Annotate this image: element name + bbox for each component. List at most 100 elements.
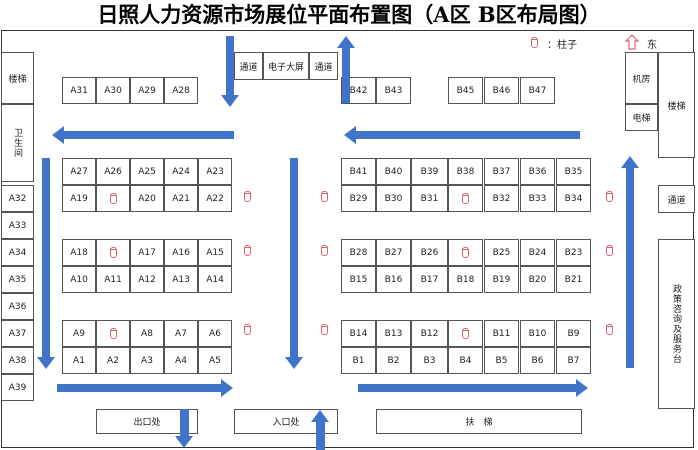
- booth-a1: A1: [62, 347, 96, 374]
- arrow-down-head: [37, 357, 55, 369]
- booth-a28: A28: [164, 77, 198, 104]
- elevator: 电梯: [625, 104, 658, 131]
- booth-a5: A5: [198, 347, 232, 374]
- booth-a23: A23: [198, 158, 232, 185]
- pillar-legend-label: ：柱子: [547, 40, 577, 51]
- booth-a15: A15: [198, 239, 232, 266]
- booth-b19: B19: [484, 266, 519, 293]
- booth-b38: B38: [448, 158, 483, 185]
- booth-a30: A30: [96, 77, 130, 104]
- booth-b3: B3: [411, 347, 448, 374]
- booth-a6: A6: [198, 320, 232, 347]
- booth-a14: A14: [198, 266, 232, 293]
- arrow-up-head: [311, 410, 329, 422]
- booth-a34: A34: [1, 239, 34, 266]
- arrow-down-head: [175, 436, 193, 448]
- booth-b10: B10: [520, 320, 555, 347]
- booth-b37: B37: [484, 158, 519, 185]
- booth-b46: B46: [484, 77, 519, 104]
- arrow-right-shaft: [57, 384, 221, 392]
- booth-b31: B31: [411, 185, 448, 212]
- booth-a7: A7: [164, 320, 198, 347]
- booth-b2: B2: [376, 347, 411, 374]
- booth-a32: A32: [1, 185, 34, 212]
- service-desk: 政策咨询及服务台: [658, 239, 695, 409]
- escalator: 扶 梯: [376, 409, 582, 434]
- east-arrow-icon: [625, 34, 640, 50]
- booth-b39: B39: [411, 158, 448, 185]
- pillar-icon: [244, 191, 251, 202]
- booth-a8: A8: [130, 320, 164, 347]
- pillar-cell: [96, 185, 130, 212]
- arrow-down-shaft: [42, 158, 50, 358]
- arrow-up-head: [337, 36, 355, 48]
- booth-a33: A33: [1, 212, 34, 239]
- booth-b5: B5: [484, 347, 519, 374]
- booth-b32: B32: [484, 185, 519, 212]
- booth-b25: B25: [484, 239, 519, 266]
- booth-b47: B47: [520, 77, 555, 104]
- booth-b29: B29: [341, 185, 376, 212]
- booth-a2: A2: [96, 347, 130, 374]
- restroom-label: 卫生间: [12, 128, 22, 158]
- service-desk-label: 政策咨询及服务台: [671, 284, 681, 364]
- pillar-cell: [448, 320, 483, 347]
- arrow-right-shaft: [358, 384, 576, 392]
- booth-a11: A11: [96, 266, 130, 293]
- booth-a24: A24: [164, 158, 198, 185]
- booth-b20: B20: [520, 266, 555, 293]
- booth-a39: A39: [1, 374, 34, 401]
- booth-a27: A27: [62, 158, 96, 185]
- arrow-down-head: [285, 357, 303, 369]
- booth-b11: B11: [484, 320, 519, 347]
- pillar-icon: [244, 324, 251, 335]
- booth-a37: A37: [1, 320, 34, 347]
- booth-a12: A12: [130, 266, 164, 293]
- booth-a26: A26: [96, 158, 130, 185]
- passage-right: 通道: [658, 185, 695, 213]
- booth-a3: A3: [130, 347, 164, 374]
- booth-b43: B43: [376, 77, 411, 104]
- booth-b6: B6: [520, 347, 555, 374]
- booth-b41: B41: [341, 158, 376, 185]
- booth-b15: B15: [341, 266, 376, 293]
- booth-a9: A9: [62, 320, 96, 347]
- booth-b28: B28: [341, 239, 376, 266]
- booth-b33: B33: [520, 185, 555, 212]
- booth-b26: B26: [411, 239, 448, 266]
- booth-a10: A10: [62, 266, 96, 293]
- booth-a19: A19: [62, 185, 96, 212]
- booth-a38: A38: [1, 347, 34, 374]
- booth-b36: B36: [520, 158, 555, 185]
- arrow-left-shaft: [64, 131, 234, 139]
- pillar-icon: [109, 247, 117, 258]
- booth-a31: A31: [62, 77, 96, 104]
- booth-a13: A13: [164, 266, 198, 293]
- pillar-icon: [462, 247, 469, 258]
- stairs-right: 楼梯: [658, 52, 695, 158]
- booth-b35: B35: [556, 158, 591, 185]
- pillar-icon: [321, 191, 328, 202]
- booth-b23: B23: [556, 239, 591, 266]
- arrow-left-head: [52, 126, 64, 144]
- pillar-cell: [448, 185, 483, 212]
- page-title: 日照人力资源市场展位平面布置图（A区 B区布局图）: [97, 2, 601, 27]
- electronic-screen: 电子大屏: [263, 52, 309, 80]
- booth-b1: B1: [341, 347, 376, 374]
- booth-b21: B21: [556, 266, 591, 293]
- pillar-icon: [321, 245, 328, 256]
- booth-b4: B4: [448, 347, 483, 374]
- arrow-up-shaft: [342, 48, 350, 103]
- booth-a22: A22: [198, 185, 232, 212]
- booth-b17: B17: [411, 266, 448, 293]
- east-legend-label: 东: [647, 40, 657, 51]
- pillar-icon: [462, 328, 469, 339]
- booth-b45: B45: [448, 77, 483, 104]
- booth-a25: A25: [130, 158, 164, 185]
- booth-b24: B24: [520, 239, 555, 266]
- arrow-left-head: [344, 126, 356, 144]
- pillar-cell: [448, 239, 483, 266]
- stairs-left: 楼梯: [1, 52, 34, 104]
- pillar-icon: [244, 245, 251, 256]
- arrow-up-shaft: [316, 422, 325, 450]
